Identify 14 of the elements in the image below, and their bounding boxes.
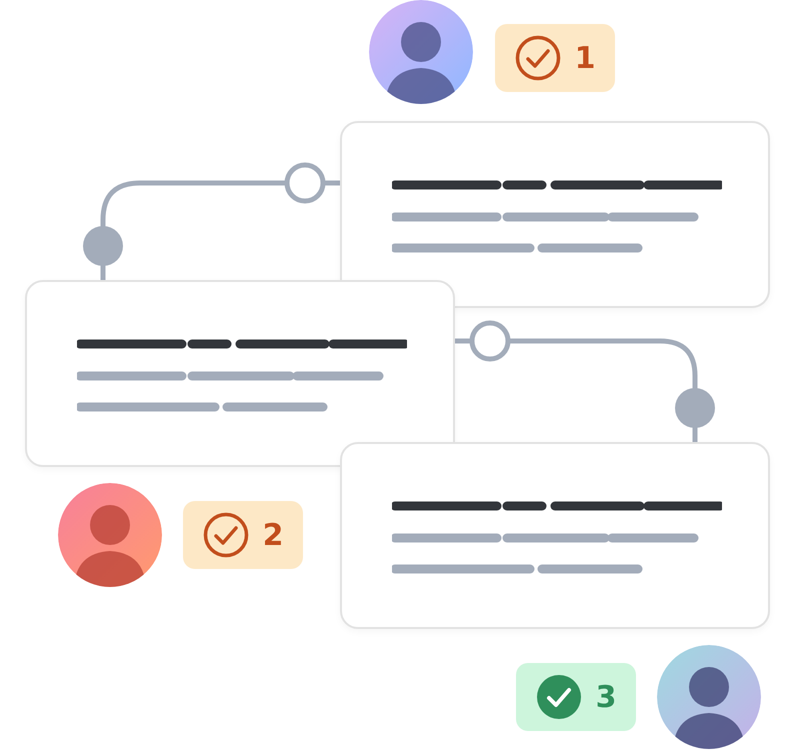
connector-line — [83, 162, 340, 280]
step-number: 3 — [596, 680, 616, 714]
step-number: 1 — [574, 40, 596, 76]
avatar-silhouette — [58, 483, 162, 587]
step-number: 2 — [262, 518, 284, 552]
card — [340, 121, 770, 308]
status-badge — [516, 663, 636, 731]
status-badge — [183, 501, 303, 569]
status-badge — [495, 24, 615, 92]
avatar-silhouette — [369, 0, 473, 104]
avatar-silhouette — [657, 645, 761, 749]
card — [340, 442, 770, 629]
connector-line — [455, 320, 715, 442]
card — [25, 280, 455, 467]
